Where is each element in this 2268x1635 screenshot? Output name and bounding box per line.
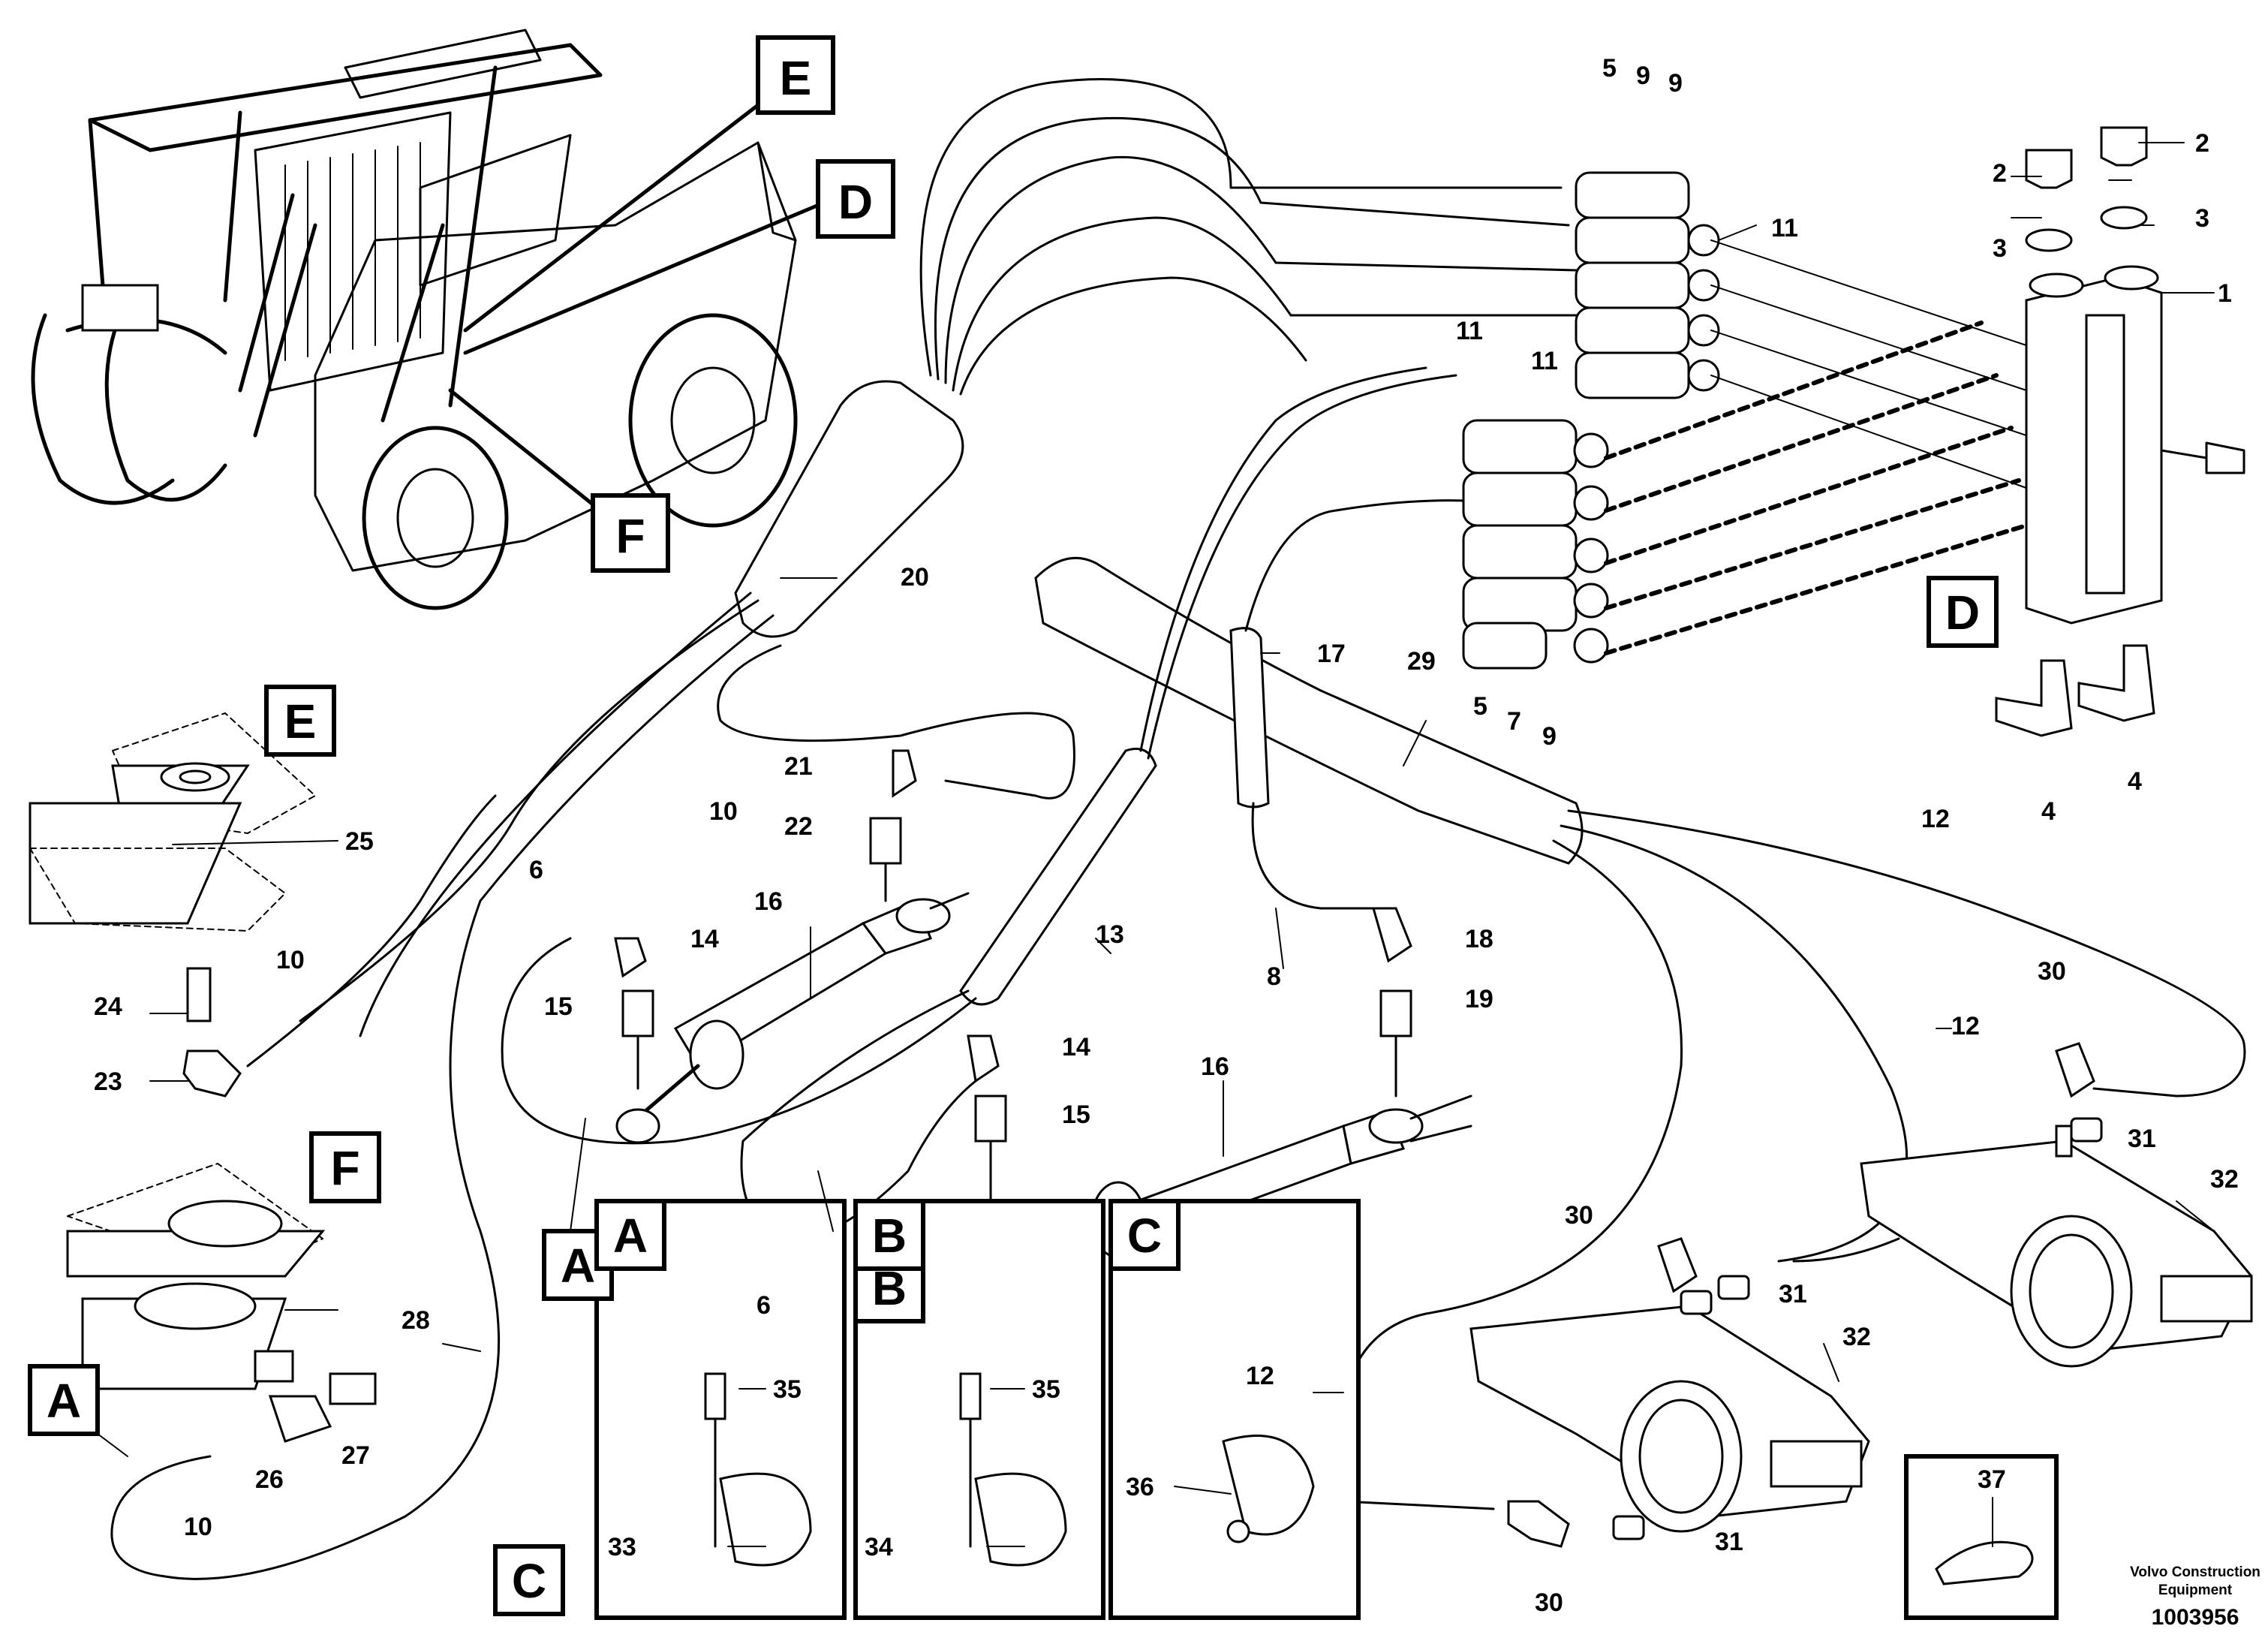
part-label-6-upper: 6 <box>529 856 543 884</box>
dashed-hoses <box>1604 239 2029 655</box>
label-letter-f-detail: F <box>330 1141 359 1195</box>
part-label-12-mid: 12 <box>1951 1012 1980 1040</box>
company-name-line2: Equipment <box>2158 1582 2233 1598</box>
part-label-8: 8 <box>1267 962 1281 991</box>
part-label-9-b: 9 <box>1668 69 1683 98</box>
part-label-22: 22 <box>784 812 813 841</box>
part-label-9-c: 9 <box>1542 722 1557 751</box>
label-letter-e-detail: E <box>284 694 317 748</box>
part-label-4-right: 4 <box>2128 767 2142 796</box>
part-label-37: 37 <box>1978 1465 2006 1494</box>
label-letter-c-main: C <box>512 1554 546 1608</box>
part-label-23: 23 <box>94 1067 122 1096</box>
part-label-36: 36 <box>1126 1473 1154 1501</box>
part-label-31-bottom: 31 <box>1715 1528 1743 1556</box>
part-label-35-a: 35 <box>773 1375 802 1404</box>
part-label-9-a: 9 <box>1636 62 1650 90</box>
part-label-32-right: 32 <box>2210 1165 2239 1194</box>
label-letter-d-overview: D <box>838 175 873 229</box>
part-label-30-mid: 30 <box>1565 1201 1593 1230</box>
part-label-6-lower: 6 <box>757 1291 771 1320</box>
footer: Volvo Construction Equipment 1003956 <box>2130 1564 2260 1630</box>
inset-clamps <box>704 1372 2034 1585</box>
part-label-32-left: 32 <box>1842 1323 1871 1351</box>
couplings-upper <box>1575 171 1720 399</box>
company-name-line1: Volvo Construction <box>2130 1564 2260 1580</box>
part-label-11-top: 11 <box>1771 214 1798 242</box>
bracket-right <box>1860 1042 2253 1368</box>
part-label-31-mid: 31 <box>1779 1280 1807 1308</box>
part-label-7: 7 <box>1507 707 1521 736</box>
detail-f <box>66 1163 377 1443</box>
label-letter-c-inset: C <box>1127 1209 1162 1263</box>
callout-leaders <box>97 142 2215 1547</box>
machine-overview <box>31 29 798 610</box>
part-label-10-left: 10 <box>276 946 305 974</box>
part-label-10-bottom: 10 <box>184 1513 212 1541</box>
part-label-1: 1 <box>2218 279 2232 308</box>
part-label-5-bottom: 5 <box>1473 692 1487 721</box>
overview-leaders <box>448 103 835 513</box>
part-label-25: 25 <box>345 827 374 856</box>
part-label-12-bottom: 12 <box>1246 1362 1274 1390</box>
part-label-11-a: 11 <box>1456 317 1483 345</box>
part-label-27: 27 <box>341 1441 370 1470</box>
part-label-15-lower: 15 <box>1062 1101 1090 1129</box>
part-label-21: 21 <box>784 752 813 781</box>
part-label-5-top: 5 <box>1602 54 1617 83</box>
part-label-30-bottom: 30 <box>1535 1588 1563 1617</box>
label-letter-f-overview: F <box>615 509 645 563</box>
part-label-12-top: 12 <box>1921 805 1950 833</box>
part-label-29: 29 <box>1407 647 1436 676</box>
part-label-11-b: 11 <box>1531 347 1558 375</box>
cylinder-upper <box>614 749 970 1144</box>
part-label-18: 18 <box>1465 925 1493 953</box>
part-label-4-left: 4 <box>2041 797 2056 826</box>
part-label-34: 34 <box>865 1533 893 1561</box>
part-label-26: 26 <box>255 1465 284 1494</box>
part-label-24: 24 <box>94 992 122 1021</box>
part-label-20: 20 <box>901 563 929 592</box>
part-label-3-right: 3 <box>2195 204 2209 233</box>
bracket-left <box>1469 1237 1870 1548</box>
part-label-28: 28 <box>402 1306 430 1335</box>
label-letter-b-inset: B <box>872 1209 907 1263</box>
part-numbers: 1 2 2 3 3 4 4 5 5 6 6 7 8 9 9 9 10 10 10… <box>94 54 2239 1617</box>
distribution-block <box>1995 126 2245 737</box>
part-label-16-lower: 16 <box>1201 1052 1229 1081</box>
hose-routing <box>110 78 2246 1580</box>
part-label-17: 17 <box>1317 640 1346 668</box>
part-label-2-right: 2 <box>2195 129 2209 158</box>
part-label-15-upper: 15 <box>544 992 573 1021</box>
label-letter-e-overview: E <box>780 51 812 105</box>
label-letter-a-main: A <box>561 1239 595 1293</box>
label-letter-a-detail: A <box>47 1374 81 1428</box>
part-label-13: 13 <box>1096 920 1124 949</box>
detail-e <box>29 712 316 1098</box>
part-label-3-left: 3 <box>1993 234 2007 263</box>
couplings-lower <box>1462 419 1609 670</box>
part-label-35-b: 35 <box>1032 1375 1060 1404</box>
part-label-31-right: 31 <box>2128 1125 2156 1153</box>
part-label-19: 19 <box>1465 985 1493 1013</box>
label-letter-a-inset: A <box>613 1209 648 1263</box>
part-label-14-lower: 14 <box>1062 1033 1090 1061</box>
drawing-number: 1003956 <box>2152 1605 2239 1630</box>
letter-boxes: E D F D E F A A B C A B C <box>28 35 1999 1616</box>
part-label-14-upper: 14 <box>690 925 719 953</box>
part-label-10-upper: 10 <box>709 797 738 826</box>
label-letter-d-block: D <box>1945 586 1980 640</box>
part-label-30-right: 30 <box>2038 957 2066 986</box>
part-label-33: 33 <box>608 1533 636 1561</box>
part-label-2-left: 2 <box>1993 159 2007 188</box>
part-label-16-upper: 16 <box>754 887 783 916</box>
